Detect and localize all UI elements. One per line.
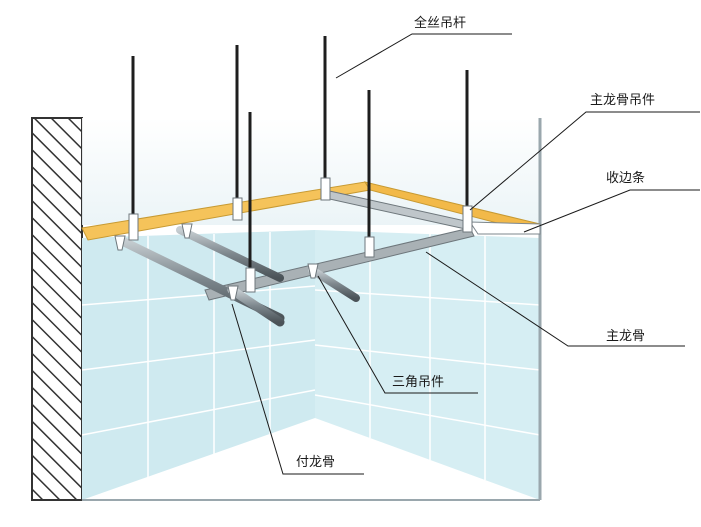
leader-lines xyxy=(231,33,700,475)
leader-secondary-keel xyxy=(231,303,364,475)
label-triangle-hanger: 三角吊件 xyxy=(392,375,444,390)
wall-section xyxy=(31,117,83,501)
leader-main-keel xyxy=(425,251,685,347)
triangle-hangers xyxy=(114,223,319,301)
threaded-rods xyxy=(131,36,469,276)
label-full-thread-rod: 全丝吊杆 xyxy=(414,15,466,31)
leader-full-thread-rod xyxy=(335,33,512,79)
leader-edge-strip xyxy=(523,189,700,233)
leader-main-keel-hanger xyxy=(469,111,700,211)
leader-triangle-hanger xyxy=(317,275,478,394)
main-keel-hangers xyxy=(128,177,473,293)
label-main-keel: 主龙骨 xyxy=(606,329,645,344)
label-secondary-keel: 付龙骨 xyxy=(296,455,335,470)
label-main-keel-hanger: 主龙骨吊件 xyxy=(590,93,655,108)
tiled-wall-left xyxy=(81,230,316,500)
secondary-keels xyxy=(115,226,360,327)
tiled-wall-right xyxy=(82,118,542,501)
label-edge-strip: 收边条 xyxy=(606,170,645,186)
